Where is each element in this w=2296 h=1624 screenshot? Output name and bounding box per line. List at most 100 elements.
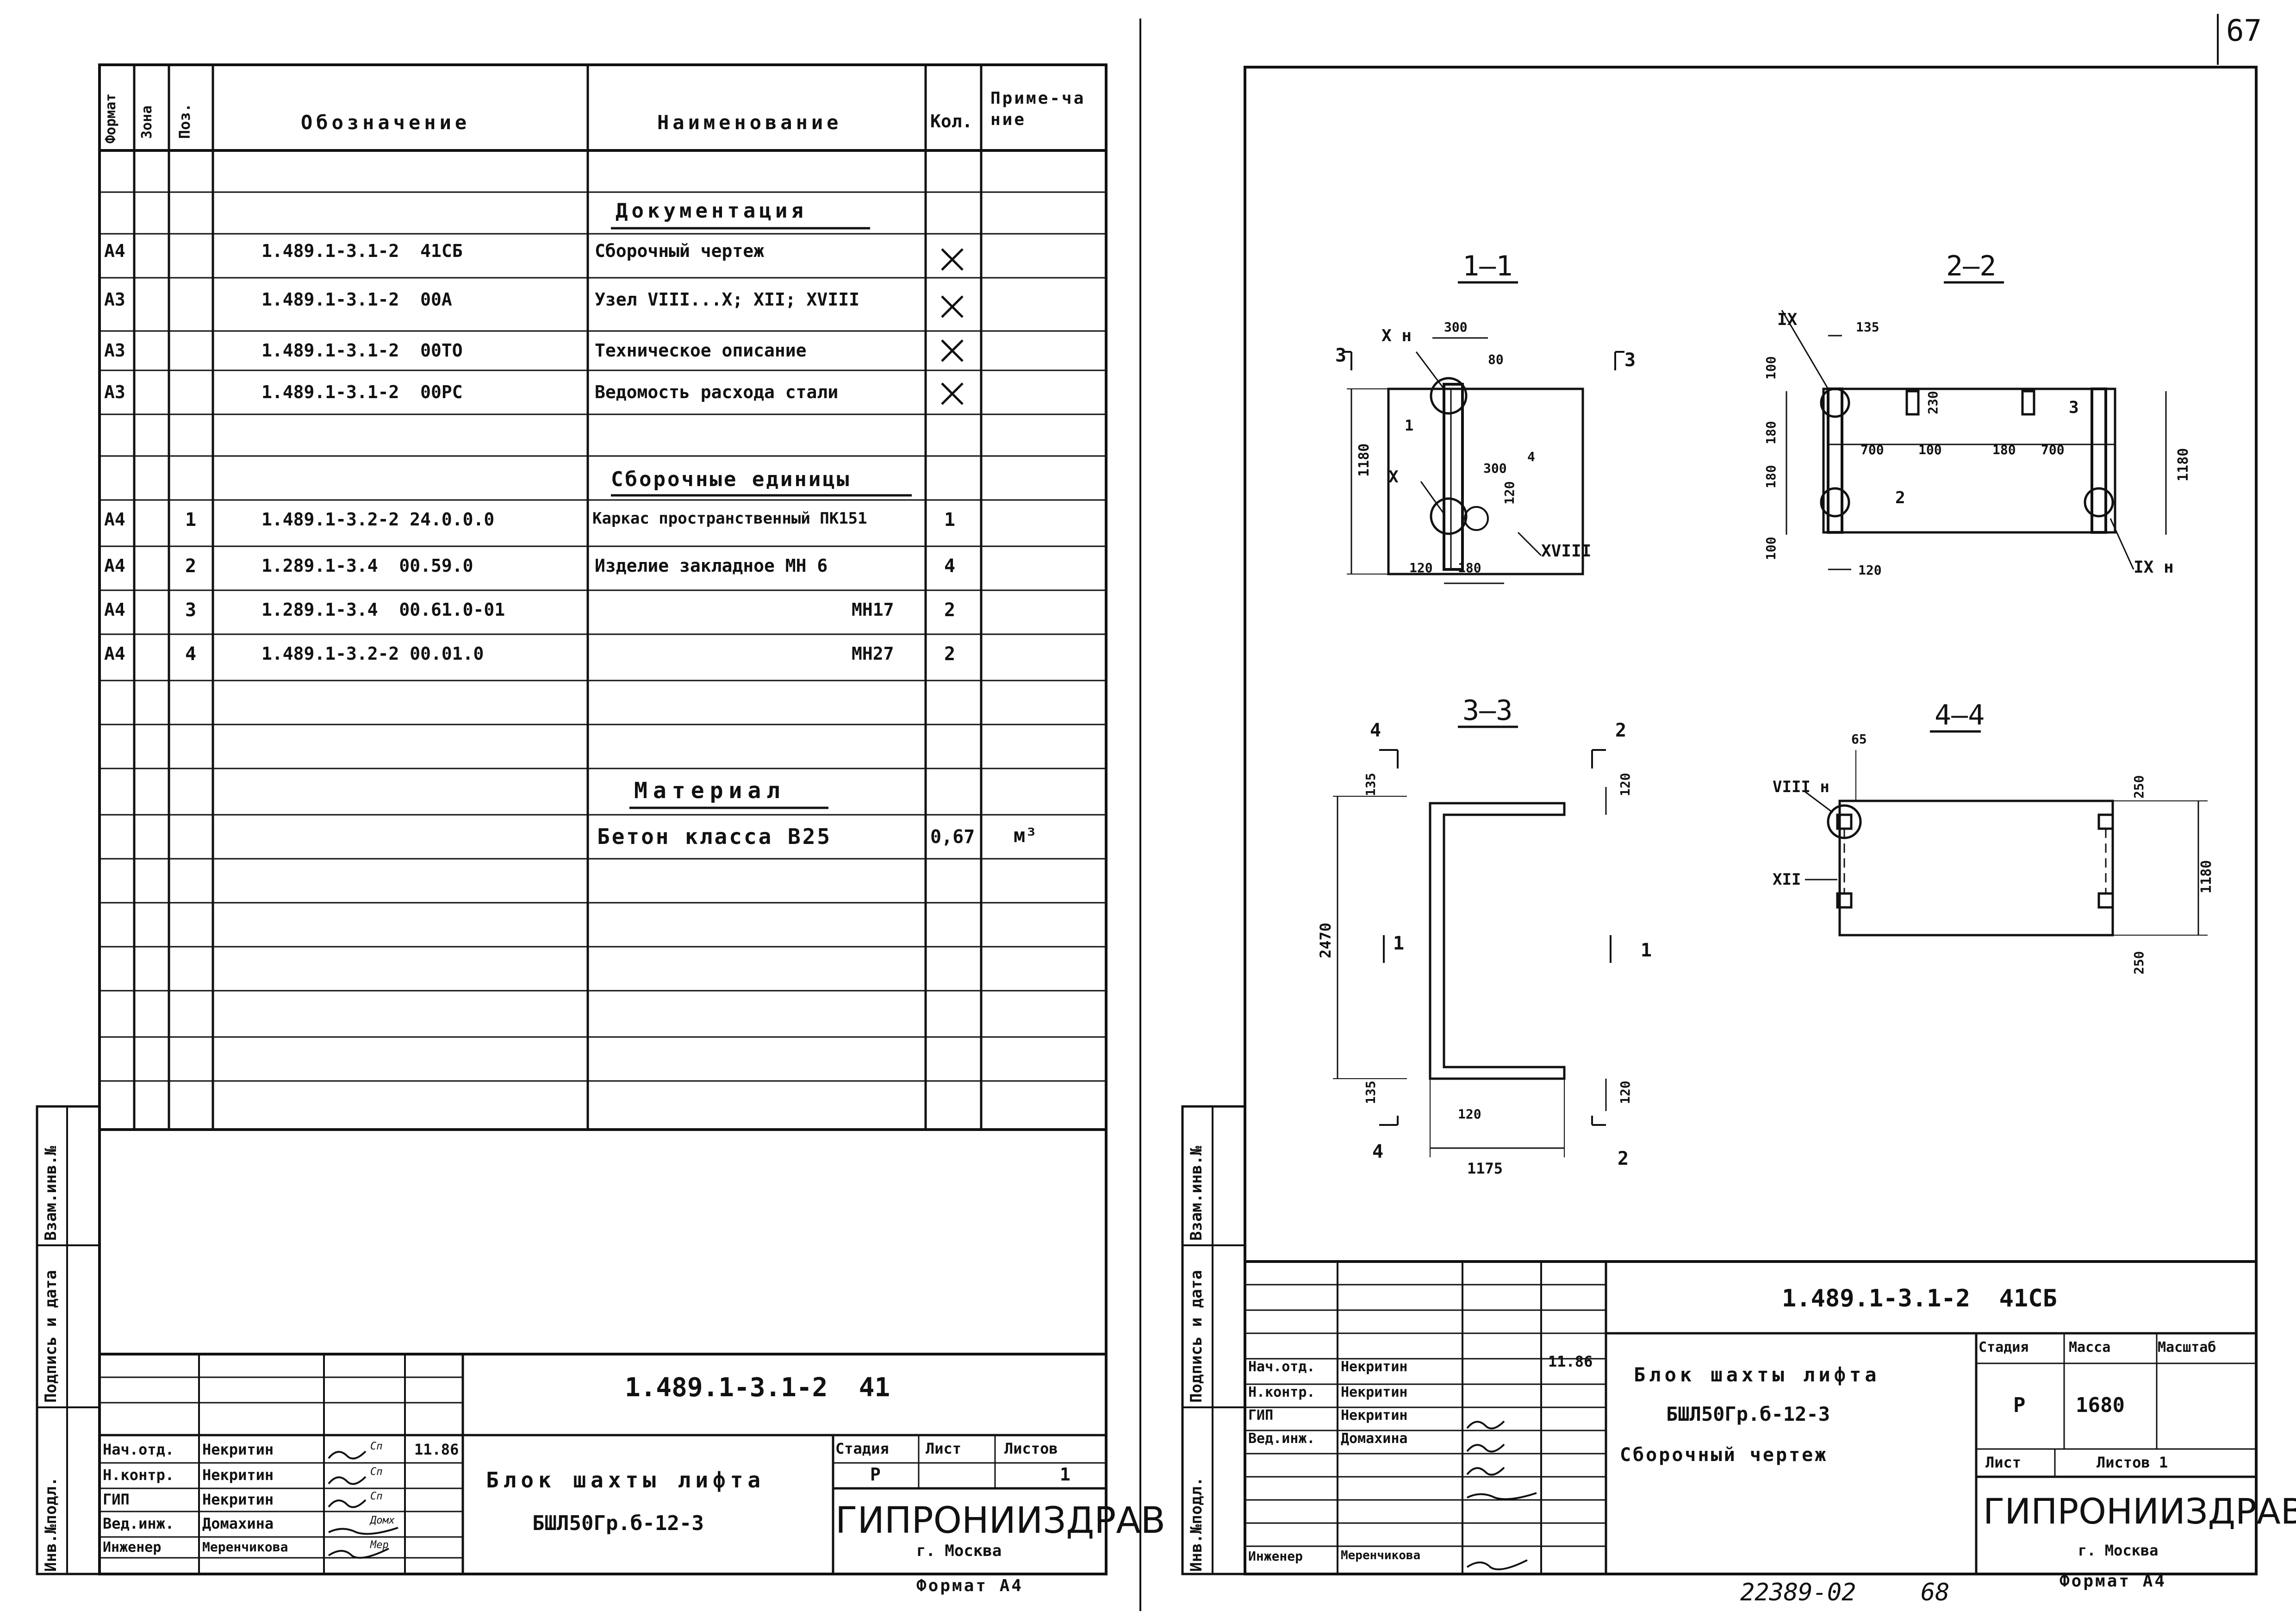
- col-qty-header: Кол.: [930, 111, 973, 131]
- dim-label: 180: [1458, 560, 1481, 575]
- col-format-header: Формат: [103, 93, 119, 144]
- staff-sign: Сп: [370, 1441, 383, 1452]
- section-2-2-drawing: [1781, 281, 2167, 570]
- section-assembly-units: Сборочные единицы: [611, 468, 851, 491]
- unit-format: А4: [104, 643, 125, 664]
- staff-name: Некритин: [202, 1491, 274, 1508]
- section-documentation: Документация: [616, 199, 807, 223]
- node-label: VIII н: [1773, 778, 1829, 796]
- page-number-rule: [2217, 14, 2219, 65]
- col-name-header: Наименование: [657, 111, 842, 134]
- node-label: X н: [1381, 326, 1412, 345]
- dim-label: 700: [1860, 442, 1884, 457]
- stage-label: Стадия: [1979, 1339, 2029, 1355]
- mass-value: 1680: [2076, 1393, 2125, 1417]
- section-material: Материал: [634, 778, 786, 804]
- stage-label: Стадия: [835, 1440, 889, 1457]
- doc-qty: ×: [967, 243, 973, 254]
- doc-designation: 1.489.1-3.1-2 00А: [261, 289, 452, 310]
- dim-label: 100: [1918, 442, 1942, 457]
- staff-role: Нач.отд.: [103, 1441, 174, 1458]
- dim-label: 120: [1618, 1081, 1633, 1104]
- org-name: ГИПРОНИИЗДРАВ: [1983, 1491, 2296, 1532]
- archive-number: 22389-02: [1740, 1579, 1856, 1606]
- dim-label: 120: [1458, 1106, 1481, 1122]
- side-label-sign: Подпись и дата: [1187, 1270, 1206, 1403]
- material-note: м³: [1014, 824, 1037, 847]
- sheet-divider: [1139, 19, 1141, 1611]
- staff-name: Некритин: [202, 1441, 274, 1458]
- node-label: XII: [1773, 870, 1801, 889]
- doc-qty: ×: [967, 292, 973, 303]
- sheets-label: Листов: [1004, 1440, 1058, 1457]
- dim-label: 230: [1925, 391, 1941, 414]
- material-name: Бетон класса В25: [597, 824, 832, 849]
- dim-label: 120: [1502, 481, 1517, 505]
- format-label: Формат А4: [2060, 1572, 2167, 1591]
- unit-designation: 1.289.1-3.4 00.61.0-01: [261, 600, 505, 620]
- pos-label: 3: [2069, 398, 2079, 417]
- dim-label: 180: [1763, 421, 1779, 444]
- format-label: Формат А4: [916, 1576, 1024, 1595]
- dim-label: 135: [1363, 773, 1378, 796]
- staff-name: Некритин: [1341, 1407, 1408, 1424]
- unit-name: МН27: [852, 643, 894, 664]
- staff-role: Нач.отд.: [1248, 1359, 1315, 1375]
- dim-label: 180: [1763, 465, 1779, 488]
- staff-role: ГИП: [1248, 1407, 1274, 1424]
- dim-label: 4: [1527, 449, 1535, 464]
- dim-label: 1175: [1467, 1160, 1503, 1177]
- section-title-1-1: 1—1: [1462, 250, 1513, 282]
- unit-qty: 1: [944, 509, 956, 531]
- title-line1: Блок шахты лифта: [1634, 1363, 1880, 1386]
- date: 11.86: [414, 1441, 459, 1458]
- cut-mark: 4: [1372, 1141, 1384, 1162]
- dim-label: 100: [1763, 537, 1779, 560]
- section-title-4-4: 4—4: [1935, 699, 1985, 731]
- cut-mark: 1: [1641, 940, 1652, 961]
- unit-qty: 4: [944, 556, 956, 577]
- dim-label: 135: [1856, 319, 1879, 335]
- staff-role: Н.контр.: [1248, 1384, 1315, 1400]
- node-label: IX н: [2134, 558, 2174, 577]
- cut-mark: 3: [1335, 345, 1347, 366]
- side-label-inv: Инв.№подл.: [1187, 1477, 1206, 1572]
- staff-sign: Сп: [370, 1491, 383, 1502]
- side-label-inv: Инв.№подл.: [42, 1477, 60, 1572]
- doc-name: Техническое описание: [595, 340, 807, 361]
- side-label-zam: Взам.инв.№: [1187, 1146, 1206, 1241]
- section-title-3-3: 3—3: [1462, 694, 1513, 727]
- col-pos-header: Поз.: [176, 103, 193, 139]
- doc-format: А3: [104, 382, 125, 402]
- staff-sign: Сп: [370, 1466, 383, 1478]
- dim-label: 250: [2131, 775, 2147, 799]
- unit-designation: 1.289.1-3.4 00.59.0: [261, 556, 473, 576]
- doc-designation: 1.489.1-3.1-2 41СБ: [261, 241, 463, 261]
- dim-label: 120: [1409, 560, 1433, 575]
- staff-name: Меренчикова: [1341, 1549, 1421, 1562]
- title-code: 1.489.1-3.1-2 41СБ: [1782, 1285, 2057, 1312]
- section-4-4-drawing: [1804, 730, 2208, 937]
- unit-name: Каркас пространственный ПК151: [592, 509, 867, 528]
- title-code: 1.489.1-3.1-2 41: [625, 1373, 890, 1403]
- doc-designation: 1.489.1-3.1-2 00ТО: [261, 340, 463, 361]
- mass-label: Масса: [2069, 1339, 2111, 1355]
- section-title-2-2: 2—2: [1946, 250, 1997, 282]
- org-city: г. Москва: [2078, 1542, 2159, 1559]
- doc-qty: ×: [967, 379, 973, 390]
- staff-name: Некритин: [1341, 1384, 1408, 1400]
- staff-role: Инженер: [103, 1539, 162, 1555]
- dim-label: 65: [1851, 731, 1867, 747]
- dim-label: 2470: [1317, 922, 1334, 958]
- doc-format: А4: [104, 241, 125, 261]
- section-1-1-drawing: [1342, 281, 1624, 584]
- side-label-zam: Взам.инв.№: [42, 1146, 60, 1241]
- col-designation-header: Обозначение: [301, 111, 471, 134]
- unit-qty: 2: [944, 600, 956, 621]
- sheets-label: Листов 1: [2097, 1454, 2168, 1471]
- scale-label: Масштаб: [2158, 1339, 2216, 1355]
- unit-pos: 3: [185, 600, 197, 621]
- staff-name: Домахина: [202, 1515, 274, 1532]
- unit-name: МН17: [852, 600, 894, 620]
- unit-format: А4: [104, 600, 125, 620]
